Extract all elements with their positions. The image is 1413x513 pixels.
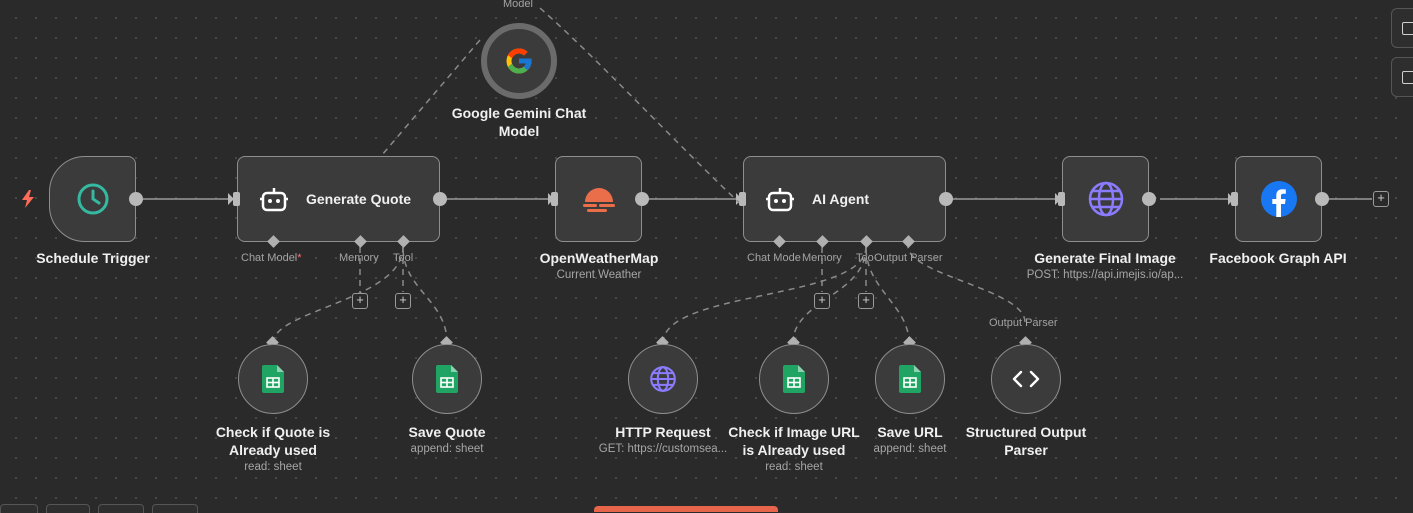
save-url-node[interactable] xyxy=(875,344,945,414)
agent-output-parser-label: Output Parser xyxy=(874,252,943,264)
facebook-icon xyxy=(1260,181,1297,217)
bottom-toolbar-button-2[interactable] xyxy=(46,504,90,513)
edge-check-quote-tool xyxy=(272,246,404,344)
add-agent-tool-button[interactable]: + xyxy=(858,293,874,309)
side-panel-button-2[interactable] xyxy=(1391,57,1413,97)
save-quote-node[interactable] xyxy=(412,344,482,414)
quote-tool-label: Tool xyxy=(393,252,414,264)
openweathermap-node[interactable] xyxy=(555,156,642,242)
sheets-icon xyxy=(783,365,805,393)
edge-check-image-tool xyxy=(792,246,867,344)
agent-output-handle[interactable] xyxy=(939,192,953,206)
code-icon xyxy=(1012,370,1040,388)
edge-parser-to-agent xyxy=(907,246,1026,323)
weather-subtitle: Current Weather xyxy=(556,269,642,281)
add-memory-button[interactable]: + xyxy=(352,293,368,309)
agent-chat-model-label: Chat Mode xyxy=(747,252,801,264)
schedule-trigger-node[interactable] xyxy=(49,156,136,242)
gemini-model-port-label: Model xyxy=(503,0,533,10)
parser-port-label: Output Parser xyxy=(989,317,1058,329)
check-image-node[interactable] xyxy=(759,344,829,414)
edge-gemini-to-quote xyxy=(381,39,481,156)
ai-agent-node[interactable]: AI Agent xyxy=(743,156,946,242)
agent-input-handle[interactable] xyxy=(739,192,746,206)
generate-image-title: Generate Final Image xyxy=(1034,250,1176,266)
quote-memory-label: Memory xyxy=(339,252,379,264)
save-quote-subtitle: append: sheet xyxy=(410,443,484,455)
check-image-subtitle: read: sheet xyxy=(765,461,823,473)
schedule-output-handle[interactable] xyxy=(129,192,143,206)
facebook-title: Facebook Graph API xyxy=(1209,250,1347,266)
robot-icon xyxy=(766,188,794,212)
save-url-title: Save URL xyxy=(877,424,943,440)
sheets-icon xyxy=(262,365,284,393)
weather-input-handle[interactable] xyxy=(551,192,558,206)
facebook-input-handle[interactable] xyxy=(1231,192,1238,206)
generate-quote-output-handle[interactable] xyxy=(433,192,447,206)
http-request-node[interactable] xyxy=(628,344,698,414)
add-tool-button[interactable]: + xyxy=(395,293,411,309)
check-quote-node[interactable] xyxy=(238,344,308,414)
facebook-output-handle[interactable] xyxy=(1315,192,1329,206)
bottom-toolbar-button-4[interactable] xyxy=(152,504,198,513)
image-output-handle[interactable] xyxy=(1142,192,1156,206)
quote-chat-model-label: Chat Model* xyxy=(241,252,302,264)
add-agent-memory-button[interactable]: + xyxy=(814,293,830,309)
image-input-handle[interactable] xyxy=(1058,192,1065,206)
save-url-subtitle: append: sheet xyxy=(873,443,947,455)
robot-icon xyxy=(260,188,288,212)
generate-quote-input-handle[interactable] xyxy=(233,192,240,206)
check-quote-subtitle: read: sheet xyxy=(244,461,302,473)
weather-title: OpenWeatherMap xyxy=(539,250,659,266)
sheets-icon xyxy=(436,365,458,393)
structured-output-parser-node[interactable] xyxy=(991,344,1061,414)
google-gemini-node[interactable] xyxy=(481,23,557,99)
generate-final-image-node[interactable] xyxy=(1062,156,1149,242)
bottom-toolbar-button-1[interactable] xyxy=(0,504,38,513)
schedule-trigger-title: Schedule Trigger xyxy=(36,250,150,266)
ai-agent-title: AI Agent xyxy=(812,191,870,207)
edge-save-quote-tool xyxy=(402,246,448,344)
http-request-subtitle: GET: https://customsea... xyxy=(598,443,728,455)
add-next-node-button[interactable]: + xyxy=(1373,191,1389,207)
facebook-graph-api-node[interactable] xyxy=(1235,156,1322,242)
save-quote-title: Save Quote xyxy=(408,424,486,440)
sunset-icon xyxy=(582,188,615,212)
http-request-title: HTTP Request xyxy=(615,424,711,440)
test-workflow-button[interactable] xyxy=(594,506,778,512)
globe-icon xyxy=(1088,181,1123,217)
sheets-icon xyxy=(899,365,921,393)
generate-image-subtitle: POST: https://api.imejis.io/ap... xyxy=(1026,269,1184,281)
edge-save-url-tool xyxy=(865,246,910,344)
clock-icon xyxy=(77,183,108,215)
generate-quote-node[interactable]: Generate Quote xyxy=(237,156,440,242)
bottom-toolbar-button-3[interactable] xyxy=(98,504,144,513)
agent-tool-label: Too xyxy=(856,252,874,264)
trigger-bolt-icon xyxy=(22,190,34,208)
weather-output-handle[interactable] xyxy=(635,192,649,206)
agent-memory-label: Memory xyxy=(802,252,842,264)
globe-icon xyxy=(650,366,676,392)
side-panel-button-1[interactable] xyxy=(1391,8,1413,48)
google-g-icon xyxy=(506,48,532,74)
generate-quote-title: Generate Quote xyxy=(306,191,412,207)
